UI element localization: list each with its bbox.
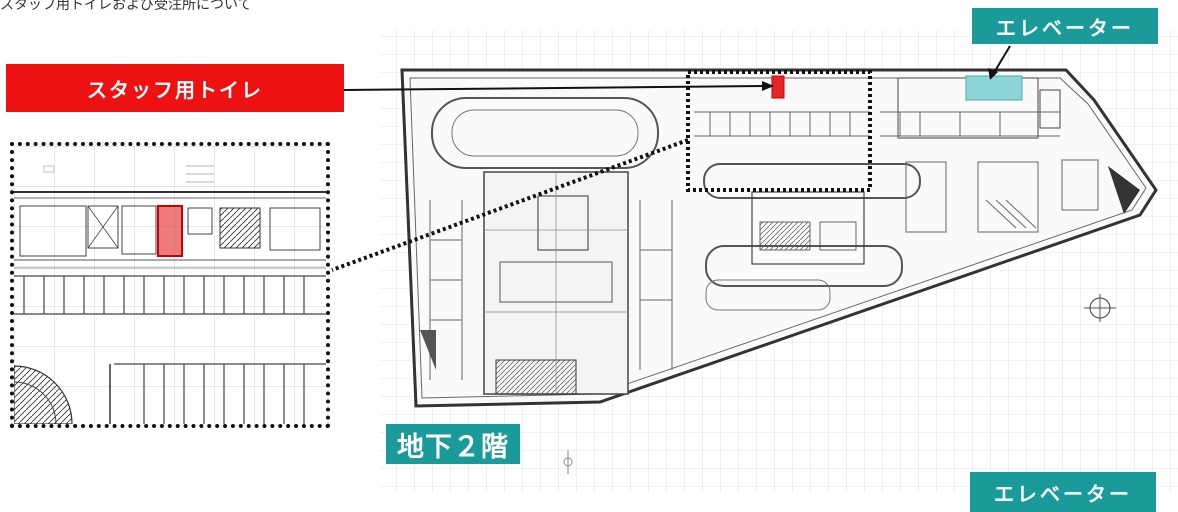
parking-stalls [429,111,1099,380]
ramp-hatch [1108,166,1140,214]
parking-ramp-north [431,97,659,169]
detail-staff-toilet [157,205,183,257]
detail-zoom-box [10,142,330,428]
page-caption: スタッフ用トイレおよび受注所について [0,0,252,13]
detail-area-box [686,70,872,192]
north-compass-icon [1084,294,1116,322]
east-rooms [751,77,1061,265]
toilet-leader-line [343,85,769,91]
elevator-highlight [965,75,1023,101]
elevator-arrowhead [988,68,998,80]
elevator-label: エレベーター [972,8,1158,44]
staff-toilet-label: スタッフ用トイレ [6,64,344,112]
detail-plan [14,146,326,424]
stair-hatch [420,330,436,370]
floor-label: 地下２階 [386,424,520,464]
axis-marks [563,450,573,474]
floor-plan [331,30,1178,492]
elevator-label-bottom: エレベーター [970,472,1156,512]
toilet-arrowhead [762,81,774,91]
central-core [483,171,629,395]
staff-toilet-highlight [771,75,785,99]
